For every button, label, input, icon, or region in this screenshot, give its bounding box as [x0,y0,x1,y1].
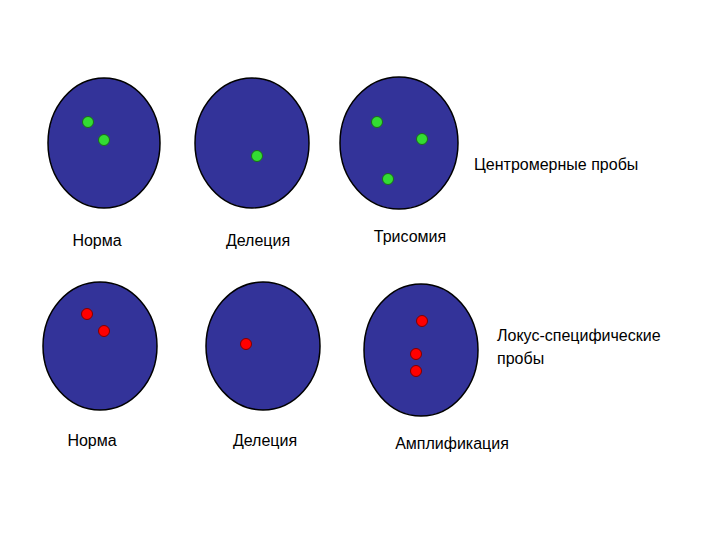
nucleus-outline [336,73,462,250]
probe-signal [99,135,110,146]
label-slot: Норма [72,231,121,250]
probe-signal [417,134,428,145]
label-slot: Центромерные пробы [474,153,638,176]
cell-label: Амплификация [395,434,509,453]
nucleus-ellipse [364,284,478,416]
label-slot: Амплификация [395,434,509,453]
nucleus-outline [191,74,313,254]
probe-type-label: Локус-специфические пробы [497,324,692,370]
label-slot: Трисомия [374,227,446,246]
cell-label: Норма [67,431,116,450]
cell-label: Норма [72,231,121,250]
nucleus-ellipse [43,282,157,410]
probe-signal [241,339,252,350]
cell-label: Трисомия [374,227,446,246]
nucleus-outline [39,278,161,454]
label-slot: Локус-специфические пробы [497,324,692,370]
nucleus-ellipse [206,282,320,410]
cell-label: Делеция [233,431,297,450]
cell-nucleus: Трисомия [336,73,462,250]
cell-nucleus: Норма [44,74,164,254]
cell-nucleus: Амплификация [360,280,513,457]
probe-signal [82,309,93,320]
label-slot: Норма [67,431,116,450]
probe-signal [411,366,422,377]
nucleus-ellipse [48,78,160,208]
nucleus-outline [202,278,324,454]
nucleus-ellipse [195,78,309,208]
probe-signal [383,174,394,185]
nucleus-ellipse [340,77,458,209]
probe-signal [83,117,94,128]
probe-signal [372,117,383,128]
probe-signal [411,349,422,360]
probe-signal [417,316,428,327]
cell-label: Делеция [226,231,290,250]
cell-nucleus: Норма [39,278,161,454]
nucleus-outline [44,74,164,254]
nucleus-outline [360,280,513,457]
cell-nucleus: Делеция [202,278,324,454]
probe-type-label: Центромерные пробы [474,153,638,176]
label-slot: Делеция [226,231,290,250]
probe-signal [252,151,263,162]
cell-nucleus: Делеция [191,74,313,254]
label-slot: Делеция [233,431,297,450]
probe-signal [99,326,110,337]
